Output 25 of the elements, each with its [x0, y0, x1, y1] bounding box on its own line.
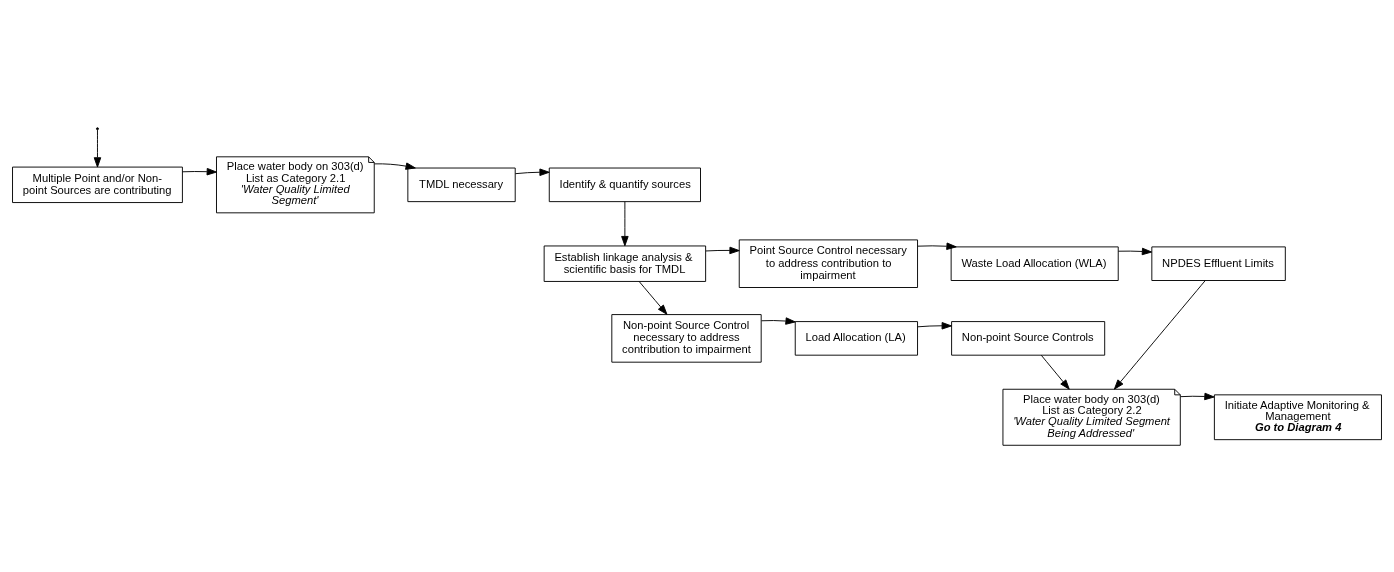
arrow [917, 321, 952, 329]
arrow [638, 280, 668, 315]
node-box: Waste Load Allocation (WLA) [950, 245, 1119, 281]
arrow [515, 168, 550, 176]
node-box: TMDL necessary [407, 167, 516, 202]
arrow [1113, 279, 1206, 390]
node-box: Establish linkage analysis & scientific basis for TMDL [543, 245, 707, 282]
node-box: NPDES Effluent Limits [1151, 245, 1286, 281]
node-box: Multiple Point and/or Non-point Sources are contributing [12, 166, 183, 203]
node-box: Load Allocation (LA) [794, 320, 918, 356]
arrow [93, 128, 102, 167]
node-box: Identify & quantify sources [548, 167, 701, 202]
node-box: Non-point Source Controls [951, 320, 1106, 356]
arrow [182, 167, 217, 175]
arrow [917, 242, 957, 250]
arrow [761, 316, 796, 325]
node-box: Non-point Source Control necessary to address contribution to impairment [611, 313, 762, 363]
arrow [705, 246, 740, 254]
node-box: Initiate Adaptive Monitoring & Management Go to Diagram 4 [1213, 393, 1382, 440]
arrow [1180, 392, 1215, 400]
arrow [1117, 247, 1153, 255]
arrow [1040, 354, 1070, 390]
node-box: Point Source Control necessary to address contribution to impairment [738, 238, 918, 288]
arrow [374, 162, 416, 170]
arrow [621, 200, 629, 246]
